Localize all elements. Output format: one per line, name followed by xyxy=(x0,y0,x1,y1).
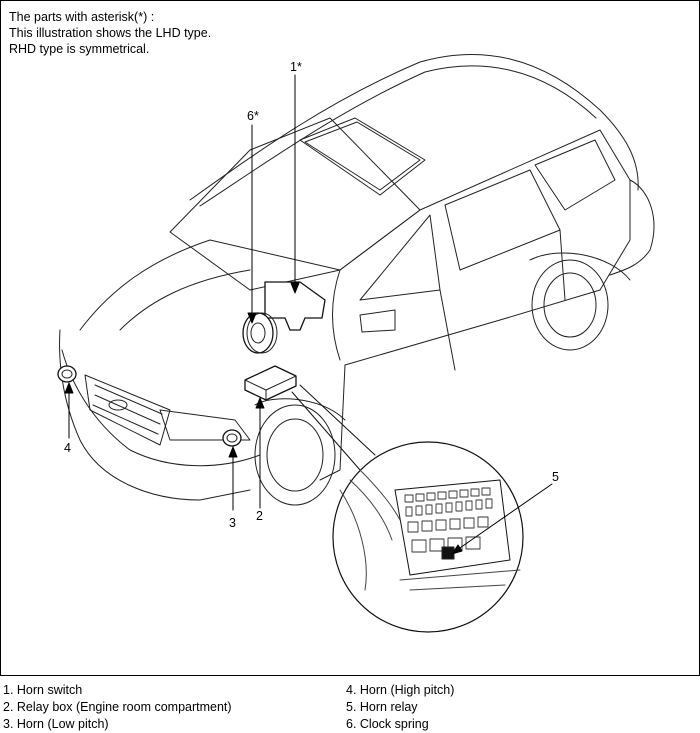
note-line: The parts with asterisk(*) : xyxy=(9,10,155,24)
callout-5: 5 xyxy=(552,470,559,484)
parts-legend: 1. Horn switch 2. Relay box (Engine room… xyxy=(0,682,700,732)
callout-3: 3 xyxy=(229,516,236,530)
callout-4: 4 xyxy=(64,441,71,455)
callout-2: 2 xyxy=(256,509,263,523)
clock-spring xyxy=(242,312,278,354)
legend-item: 3. Horn (Low pitch) xyxy=(3,717,109,731)
horn-switch xyxy=(264,281,326,331)
legend-item: 5. Horn relay xyxy=(346,700,418,714)
legend-item: 4. Horn (High pitch) xyxy=(346,683,455,697)
note-line: This illustration shows the LHD type. xyxy=(9,26,212,40)
legend-column-right: 4. Horn (High pitch) 5. Horn relay 6. Cl… xyxy=(346,682,454,733)
vehicle-illustration xyxy=(57,54,655,633)
notes: The parts with asterisk(*) : This illust… xyxy=(9,9,211,57)
legend-item: 1. Horn switch xyxy=(3,683,83,697)
callout-6: 6* xyxy=(247,109,259,123)
legend-column-left: 1. Horn switch 2. Relay box (Engine room… xyxy=(3,682,232,733)
relay-detail-view xyxy=(291,384,524,633)
legend-item: 6. Clock spring xyxy=(346,717,429,731)
horn-high-pitch xyxy=(57,365,77,383)
note-line: RHD type is symmetrical. xyxy=(9,42,150,56)
legend-item: 2. Relay box (Engine room compartment) xyxy=(3,700,232,714)
horn-low-pitch xyxy=(222,429,242,447)
leader-lines xyxy=(64,74,553,555)
callout-1: 1* xyxy=(290,60,302,74)
relay-box xyxy=(244,365,297,401)
